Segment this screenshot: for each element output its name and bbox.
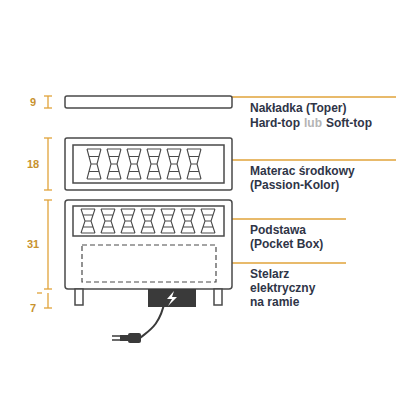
dimension-lines [37, 96, 52, 308]
leader-lines [214, 97, 396, 263]
dimension-value: 7 [22, 301, 44, 315]
dimension-value: 9 [22, 95, 44, 109]
part-name: Podstawa (Pocket Box) [250, 223, 350, 251]
leg [75, 289, 83, 305]
electric-frame-power-box [112, 289, 196, 343]
conjunction: lub [304, 116, 322, 130]
topper [65, 96, 232, 108]
spring-coils [81, 149, 215, 233]
part-name: Nakładka (Toper) [250, 101, 396, 115]
dimension-value: 18 [22, 157, 44, 171]
pocket-box-base [65, 200, 232, 289]
dimension-value: 31 [22, 237, 44, 251]
part-name: Soft-top [326, 116, 372, 130]
part-name: Materac środkowy (Passion-Kolor) [250, 164, 385, 192]
leg [214, 289, 222, 305]
part-name: Hard-top [250, 116, 300, 130]
middle-mattress [65, 138, 232, 190]
part-name: Stelarz elektryczny na ramie [250, 267, 332, 309]
